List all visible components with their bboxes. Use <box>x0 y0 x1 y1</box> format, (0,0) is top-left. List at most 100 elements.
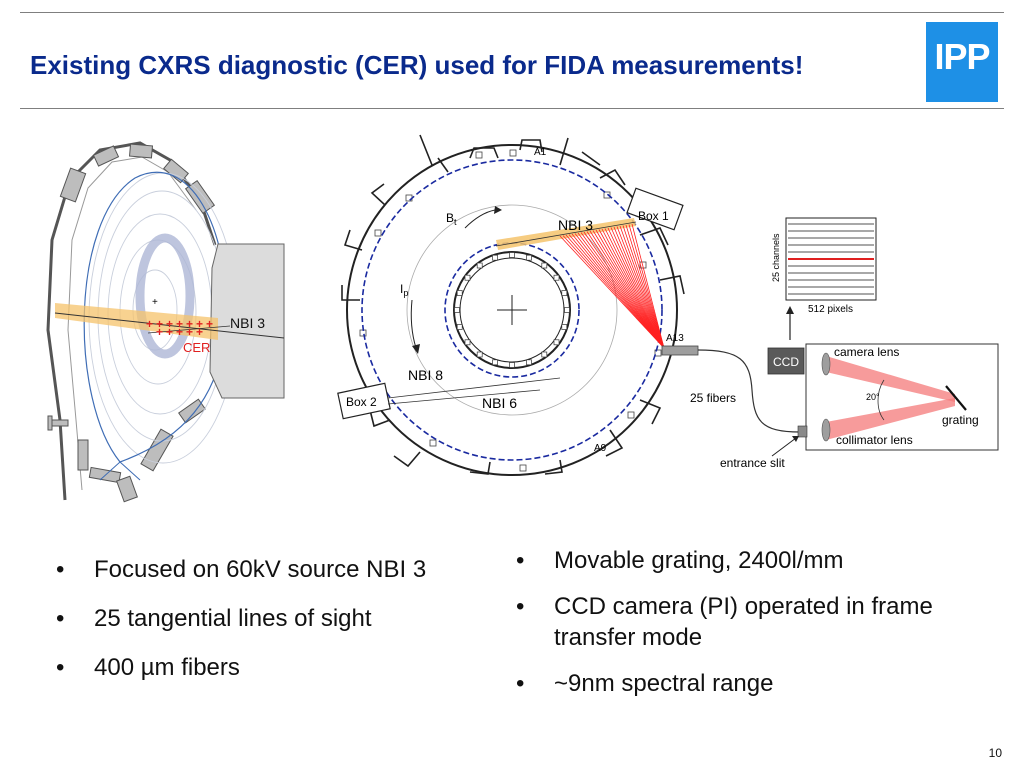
channels-label: 25 channels <box>771 233 781 282</box>
cer-channels: +++ ++++ +++ ++ <box>146 317 213 339</box>
magnetic-axis-circle <box>406 204 618 416</box>
entrance-slit-arrow <box>771 437 797 457</box>
collimator-lens-icon <box>821 418 831 442</box>
wall-tiles <box>47 143 216 503</box>
outer-plasma-boundary <box>361 159 663 461</box>
sightline <box>583 231 665 349</box>
cer-ring <box>135 233 195 359</box>
central-column-inner <box>459 257 565 363</box>
svg-text:+: + <box>176 325 183 339</box>
vessel-wall-inner <box>67 156 197 491</box>
central-column-tiles <box>454 252 570 368</box>
svg-text:+: + <box>186 317 193 331</box>
bt-arrow <box>464 209 496 229</box>
sightline <box>595 229 665 349</box>
collimator-lens-label: collimator lens <box>836 433 913 447</box>
sightline <box>568 234 665 349</box>
svg-text:+: + <box>206 317 213 331</box>
nbi6-line <box>387 389 541 405</box>
sightline <box>601 228 665 349</box>
camera-lens-label: camera lens <box>834 345 899 359</box>
column-tile <box>541 351 548 358</box>
column-tile <box>509 362 515 368</box>
fiber-head <box>661 345 699 356</box>
pixels-label: 512 pixels <box>808 304 853 315</box>
page-number: 10 <box>988 746 1002 760</box>
svg-text:+: + <box>156 325 163 339</box>
poloidal-cross-section: + +++ ++++ +++ ++ NBI 3 CER <box>46 141 285 503</box>
column-tile <box>476 351 483 358</box>
svg-text:+: + <box>156 317 163 331</box>
fibers-label: 25 fibers <box>690 391 736 405</box>
ccd-channel-rows <box>788 223 874 295</box>
bullet-item: Focused on 60kV source NBI 3 <box>56 554 506 585</box>
sightline <box>562 235 665 349</box>
sightline <box>598 229 665 349</box>
entrance-slit-arrowhead <box>792 436 799 442</box>
sightline <box>604 228 665 349</box>
sightline <box>610 227 665 349</box>
nbi3-label: NBI 3 <box>558 217 593 233</box>
sightline <box>619 225 665 349</box>
camera-lens-icon <box>821 352 831 376</box>
bullet-item: 400 µm fibers <box>56 652 506 683</box>
column-tile <box>526 254 532 261</box>
angle-label: 20° <box>866 392 880 402</box>
central-column <box>453 251 571 369</box>
bullet-item: ~9nm spectral range <box>516 668 976 699</box>
bullet-item: CCD camera (PI) operated in frame transf… <box>516 591 976 653</box>
box2-label: Box 2 <box>346 395 377 409</box>
ipp-logo: IPP <box>926 22 998 102</box>
column-tile <box>464 339 471 346</box>
sightline <box>580 232 665 349</box>
toroidal-top-view: Bt Ip Box 1 Box 2 NBI 3 NBI 8 NBI 6 A1 A… <box>337 134 699 476</box>
entrance-slit-icon <box>797 425 808 438</box>
divertor-legs <box>99 461 141 481</box>
light-path-lower <box>826 398 955 440</box>
bt-label: Bt <box>446 211 457 227</box>
sightlines-fan <box>559 223 665 349</box>
title-rule <box>20 108 1004 109</box>
ip-arrow <box>410 299 417 349</box>
sightline <box>592 230 665 349</box>
box1-label: Box 1 <box>638 209 669 223</box>
angle-arc <box>877 379 885 421</box>
poloidal-nbi3-label: NBI 3 <box>230 315 265 331</box>
bullets-left: Focused on 60kV source NBI 3 25 tangenti… <box>56 554 506 701</box>
sightline <box>631 223 665 349</box>
port-box <box>209 243 285 399</box>
sightline <box>607 227 665 349</box>
cer-sightline <box>147 325 231 334</box>
column-tile <box>456 324 463 330</box>
sightline <box>613 226 665 349</box>
sightline <box>574 233 665 349</box>
slide-title: Existing CXRS diagnostic (CER) used for … <box>30 50 804 80</box>
column-tile <box>492 359 498 366</box>
ip-arrowhead <box>412 344 420 354</box>
bullet-item: Movable grating, 2400l/mm <box>516 545 976 576</box>
sightline <box>586 231 665 349</box>
column-tile <box>456 290 463 296</box>
port-a9-label: A9 <box>594 443 607 454</box>
port-a1-label: A1 <box>534 147 547 158</box>
bullets-right: Movable grating, 2400l/mm CCD camera (PI… <box>516 545 976 714</box>
sightline <box>625 224 665 349</box>
column-tile <box>476 262 483 269</box>
nbi6-label: NBI 6 <box>482 395 517 411</box>
column-tile <box>509 252 515 258</box>
cer-label: CER <box>183 340 210 355</box>
nbi8-label: NBI 8 <box>408 367 443 383</box>
column-tile <box>464 274 471 281</box>
magnetic-axis-marker: + <box>152 297 158 308</box>
sightline <box>571 233 665 349</box>
column-tile <box>492 254 498 261</box>
port-a13-label: A13 <box>666 333 684 344</box>
svg-text:+: + <box>176 317 183 331</box>
column-tile <box>541 262 548 269</box>
svg-text:+: + <box>196 317 203 331</box>
ccd-box <box>767 347 805 375</box>
light-path-upper <box>826 356 955 402</box>
svg-text:+: + <box>146 317 153 331</box>
svg-text:+: + <box>166 325 173 339</box>
grating-label: grating <box>942 413 979 427</box>
